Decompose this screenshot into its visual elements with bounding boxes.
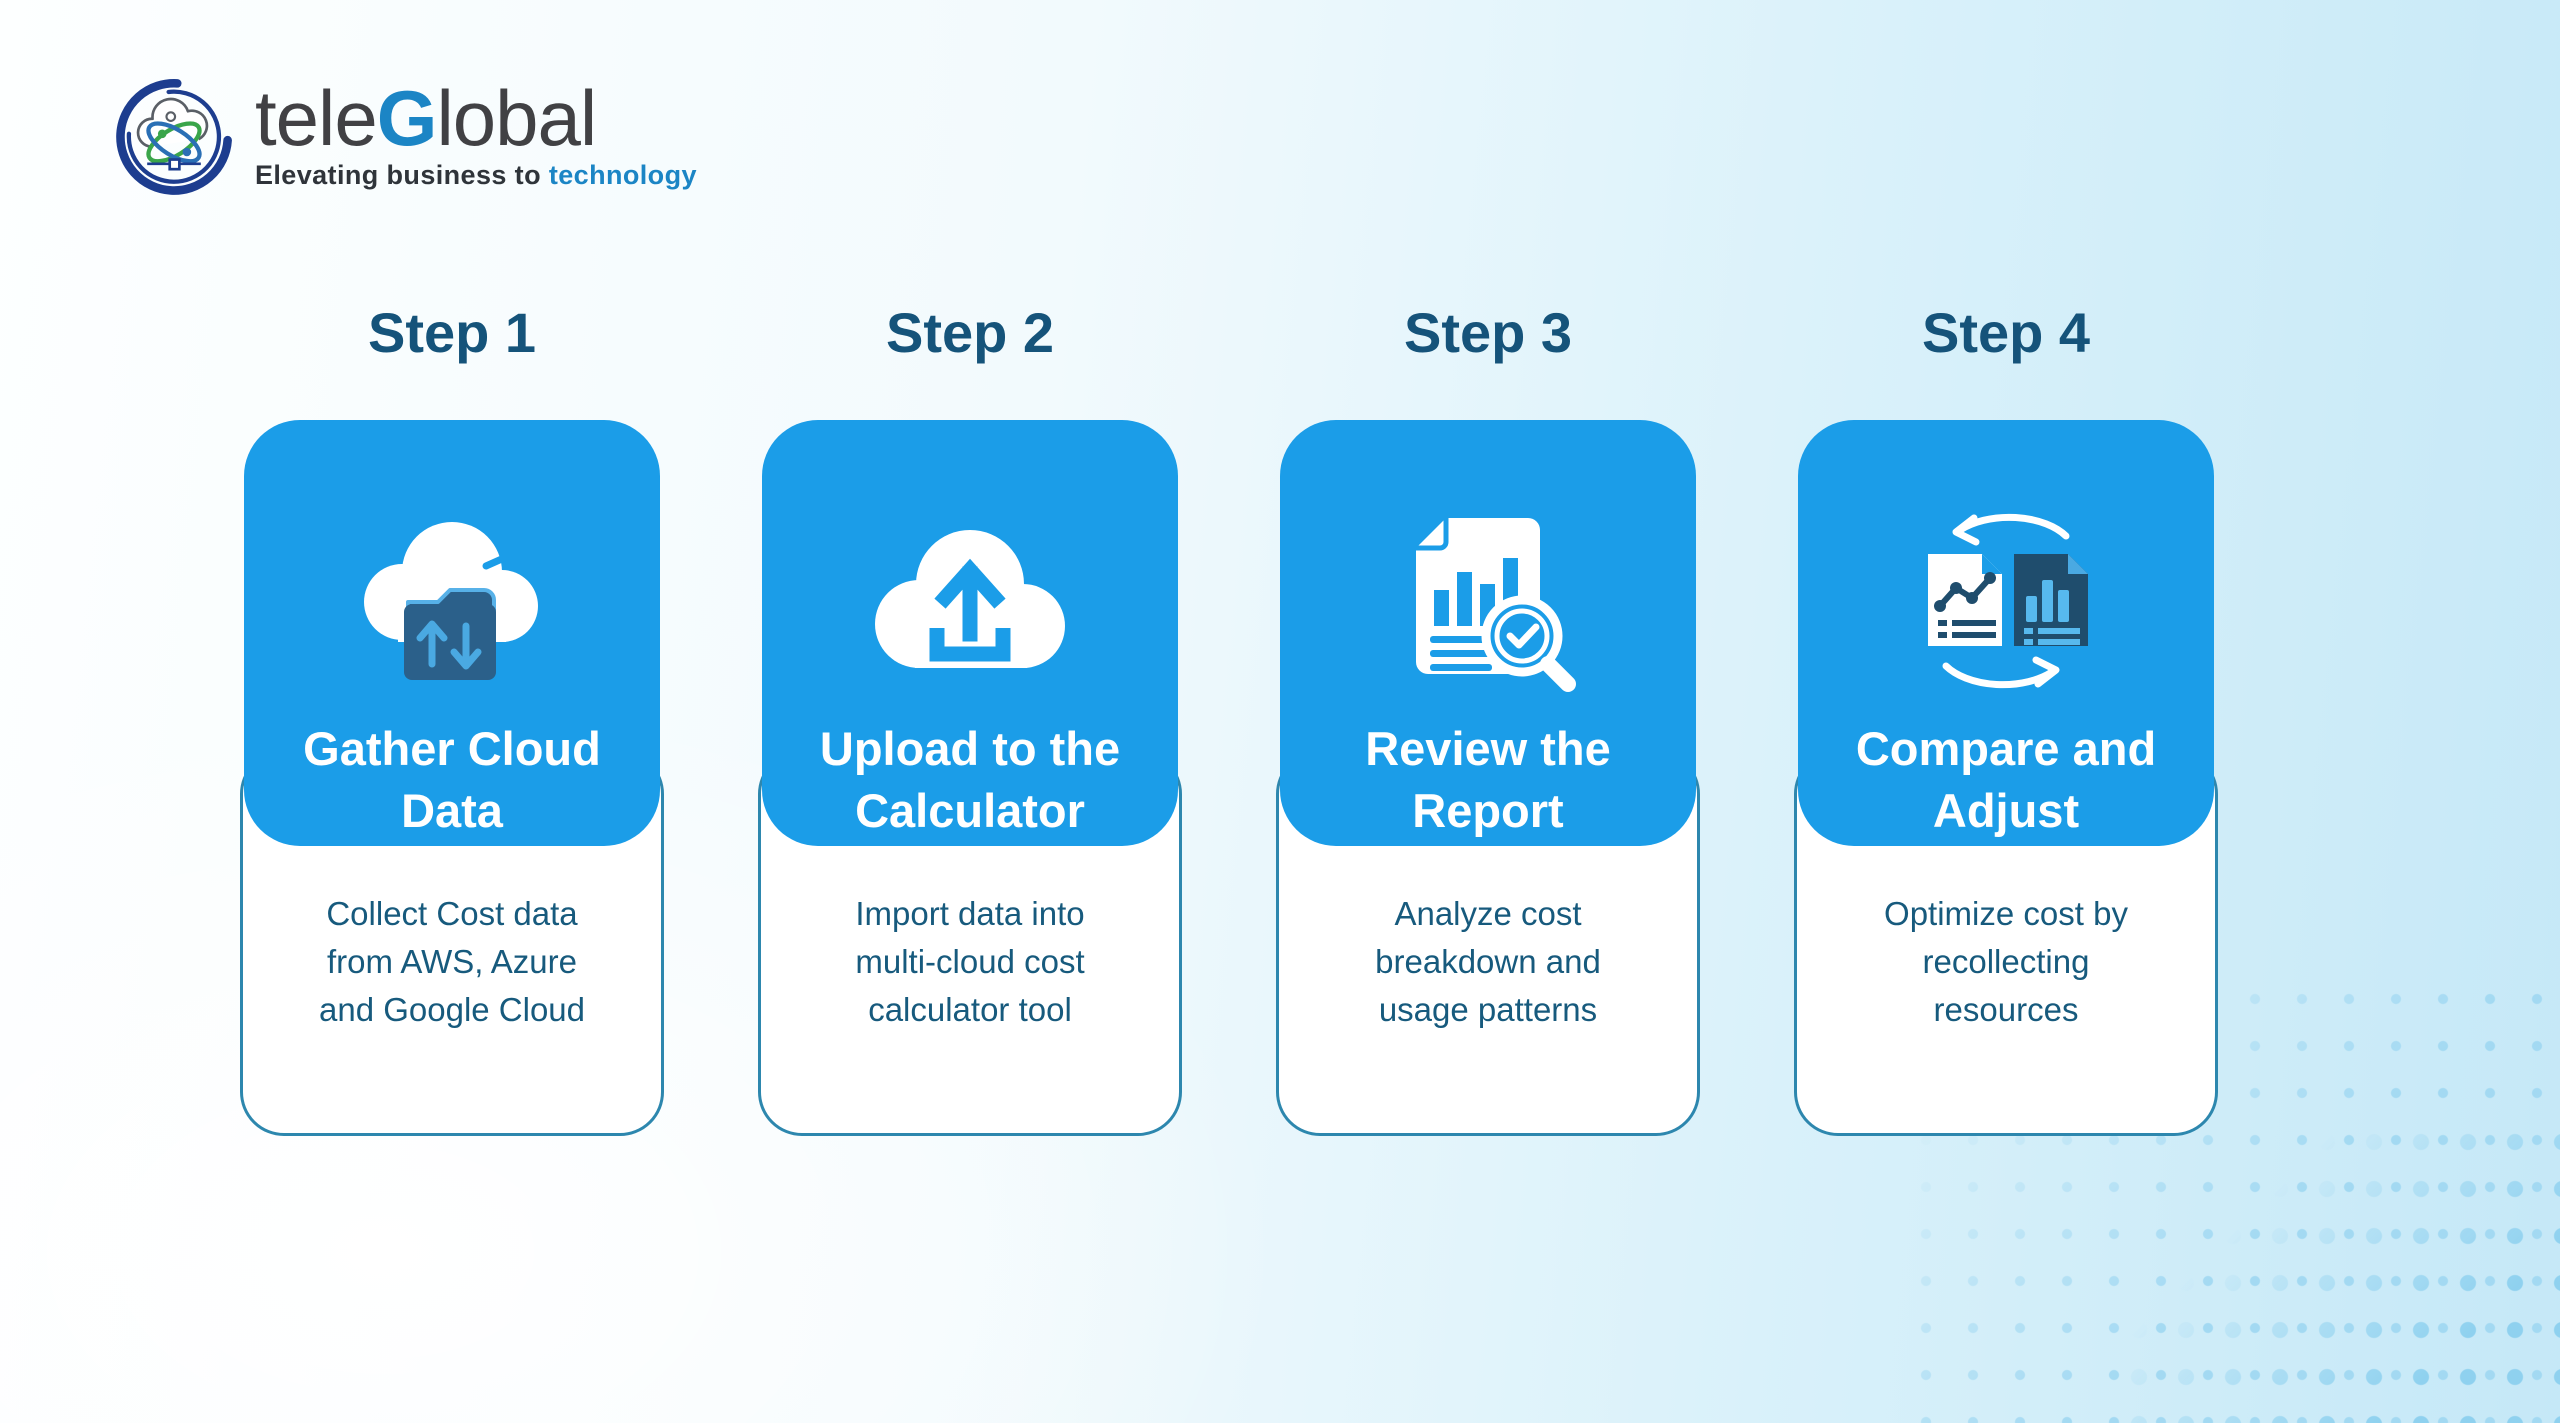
step-1-description: Collect Cost data from AWS, Azure and Go… <box>318 895 586 1028</box>
compare-documents-sync-icon <box>1886 448 2126 700</box>
step-1-label: Step 1 <box>367 301 537 364</box>
step-4-label: Step 4 <box>1921 301 2091 364</box>
step-4-column: Step 4 <box>1794 300 2218 1136</box>
brand-name-accent: G <box>376 74 438 162</box>
brand-tagline: Elevating business to technology <box>255 160 697 190</box>
brand-logo: teleGlobal Elevating business to technol… <box>115 78 697 196</box>
step-1-column: Step 1 <box>240 300 664 1136</box>
step-3-card-header: Review the Report <box>1280 420 1696 846</box>
step-2-description: Import data into multi-cloud cost calcul… <box>855 895 1085 1028</box>
step-3-card: Review the Report Analyze cost breakdown… <box>1276 420 1700 1136</box>
step-2-title: Upload to the Calculator <box>819 722 1121 837</box>
step-4-card-header: Compare and Adjust <box>1798 420 2214 846</box>
step-1-card-header: Gather Cloud Data <box>244 420 660 846</box>
dot-pattern-large <box>2130 1133 2560 1423</box>
cloud-upload-icon <box>855 448 1085 700</box>
process-steps-row: Step 1 <box>240 300 2218 1136</box>
step-2-card-header: Upload to the Calculator <box>762 420 1178 846</box>
step-4-card: Compare and Adjust Optimize cost by reco… <box>1794 420 2218 1136</box>
brand-tagline-accent: technology <box>548 160 697 190</box>
step-3-column: Step 3 <box>1276 300 1700 1136</box>
step-3-description: Analyze cost breakdown and usage pattern… <box>1375 895 1601 1028</box>
step-2-card: Upload to the Calculator Import data int… <box>758 420 1182 1136</box>
step-3-label: Step 3 <box>1403 301 1573 364</box>
report-review-magnifier-icon <box>1380 448 1596 700</box>
brand-name: teleGlobal <box>255 74 597 162</box>
step-2-column: Step 2 Upload to the <box>758 300 1182 1136</box>
step-4-description: Optimize cost by recollecting resources <box>1884 895 2128 1028</box>
teleglobal-emblem-icon <box>116 79 232 195</box>
cloud-folder-transfer-icon <box>340 448 564 700</box>
step-2-label: Step 2 <box>885 301 1055 364</box>
step-4-title: Compare and Adjust <box>1855 722 2157 837</box>
step-3-title: Review the Report <box>1365 722 1611 837</box>
step-1-card: Gather Cloud Data Collect Cost data from… <box>240 420 664 1136</box>
step-1-title: Gather Cloud Data <box>303 722 601 837</box>
